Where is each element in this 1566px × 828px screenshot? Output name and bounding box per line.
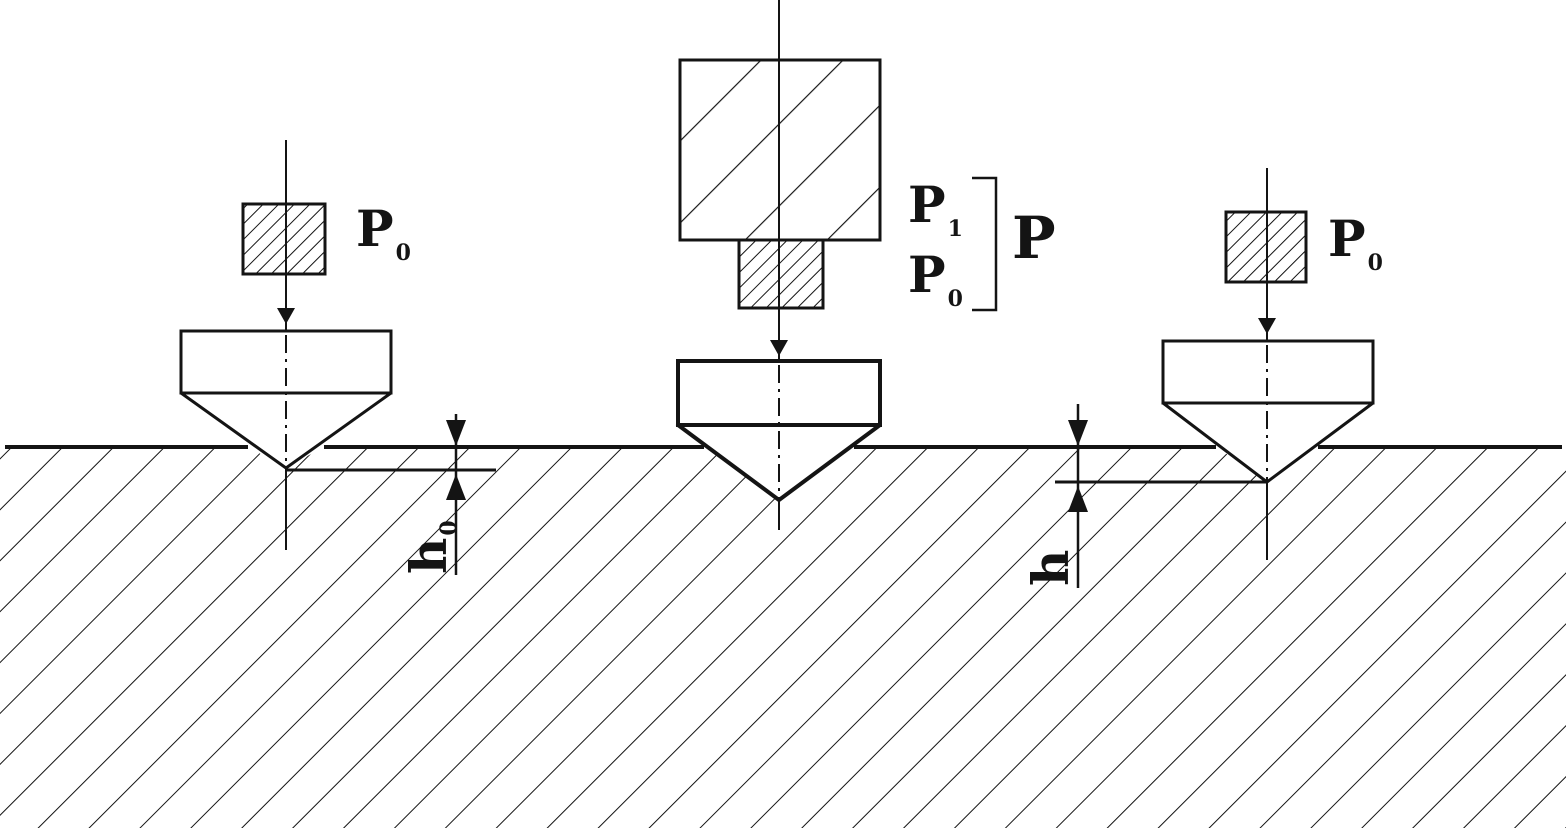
middle-minor-weight (737, 238, 825, 310)
right-depth-label: h (1021, 550, 1080, 586)
middle-minor-load-label: P0 (908, 245, 963, 312)
left-indenter-assembly (179, 140, 393, 550)
major-load-label: P1 (908, 175, 963, 242)
left-load-label: P0 (356, 199, 411, 266)
right-depth-dimension (1055, 404, 1267, 588)
right-indenter-assembly (1161, 168, 1375, 560)
middle-indenter-assembly (676, 0, 882, 530)
left-depth-label: h0 (399, 520, 462, 574)
total-load-label: P (1012, 204, 1056, 272)
left-load-arrow (277, 308, 295, 324)
specimen-hatch (0, 448, 1566, 828)
left-minor-weight (241, 202, 327, 276)
left-depth-dimension (286, 414, 496, 575)
right-load-label: P0 (1328, 209, 1383, 276)
right-load-arrow (1258, 318, 1276, 334)
load-bracket (972, 176, 998, 312)
middle-load-arrow (770, 340, 788, 356)
right-minor-weight (1224, 210, 1308, 284)
